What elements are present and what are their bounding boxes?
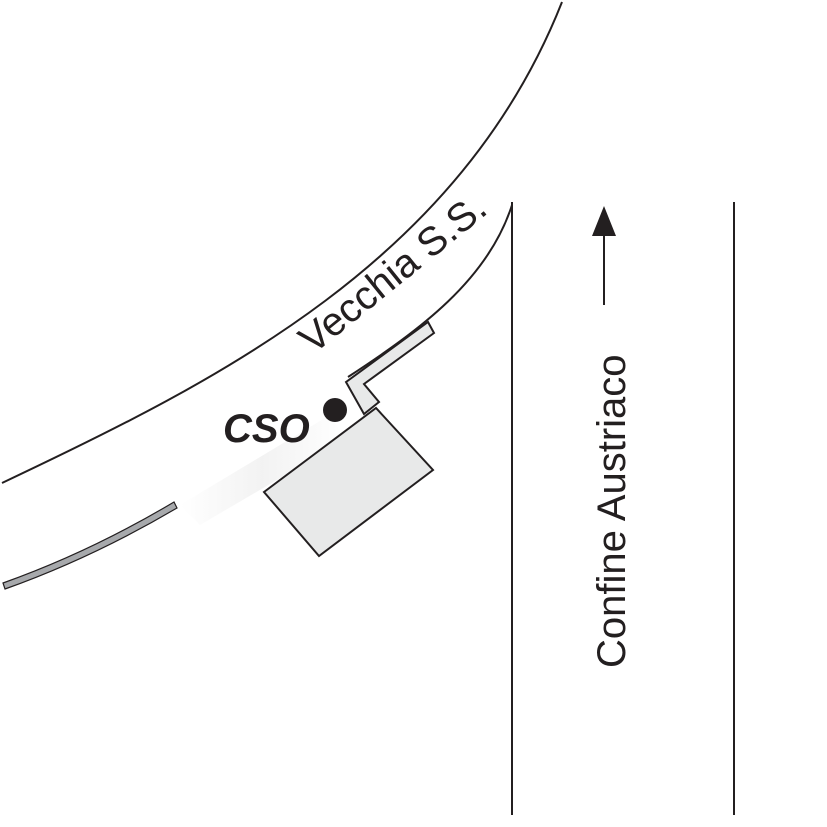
border-road-label: Confine Austriaco bbox=[590, 354, 634, 668]
arrow-up-icon bbox=[592, 206, 616, 305]
old-road-label: Vecchia S.S. bbox=[291, 185, 495, 362]
old-road-outer-edge bbox=[1, 1, 563, 484]
guard-rail-strip bbox=[2, 501, 178, 590]
building-main-block bbox=[262, 406, 435, 558]
road-shading bbox=[180, 415, 345, 525]
building-annex bbox=[344, 320, 436, 416]
site-marker-dot-icon bbox=[323, 398, 347, 422]
site-label: CSO bbox=[223, 407, 310, 451]
old-road-inner-edge bbox=[347, 204, 513, 378]
